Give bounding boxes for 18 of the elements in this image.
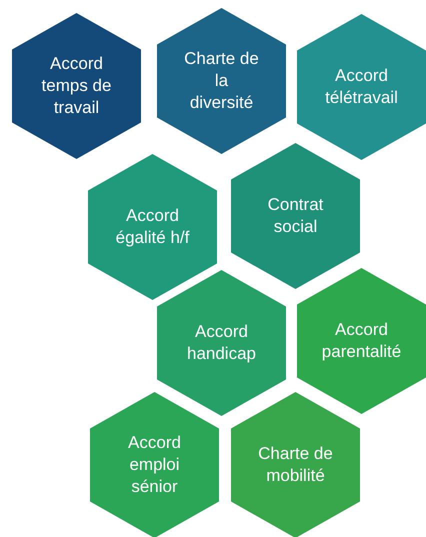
- hexagon: [157, 8, 286, 154]
- hexagon: [157, 270, 286, 416]
- hexagon: [12, 13, 141, 159]
- hexagon-label: Contrat social: [266, 194, 324, 238]
- hexagon-label: Accord temps de travail: [40, 53, 112, 119]
- hexagon: [297, 14, 426, 160]
- hexagon: [88, 154, 217, 300]
- hexagon-label: Charte de mobilité: [257, 443, 334, 487]
- hexagon: [297, 268, 426, 414]
- hexagon: [231, 392, 360, 537]
- hexagon-label: Accord parentalité: [320, 319, 402, 363]
- hexagon-label: Accord emploi sénior: [127, 432, 182, 498]
- hexagon-label: Accord handicap: [186, 321, 257, 365]
- hexagon-label: Charte de la diversité: [183, 48, 260, 114]
- hexagon: [90, 392, 219, 537]
- hexagon: [231, 143, 360, 289]
- hexagon-label: Accord télétravail: [324, 65, 399, 109]
- hexagon-label: Accord égalité h/f: [114, 205, 190, 249]
